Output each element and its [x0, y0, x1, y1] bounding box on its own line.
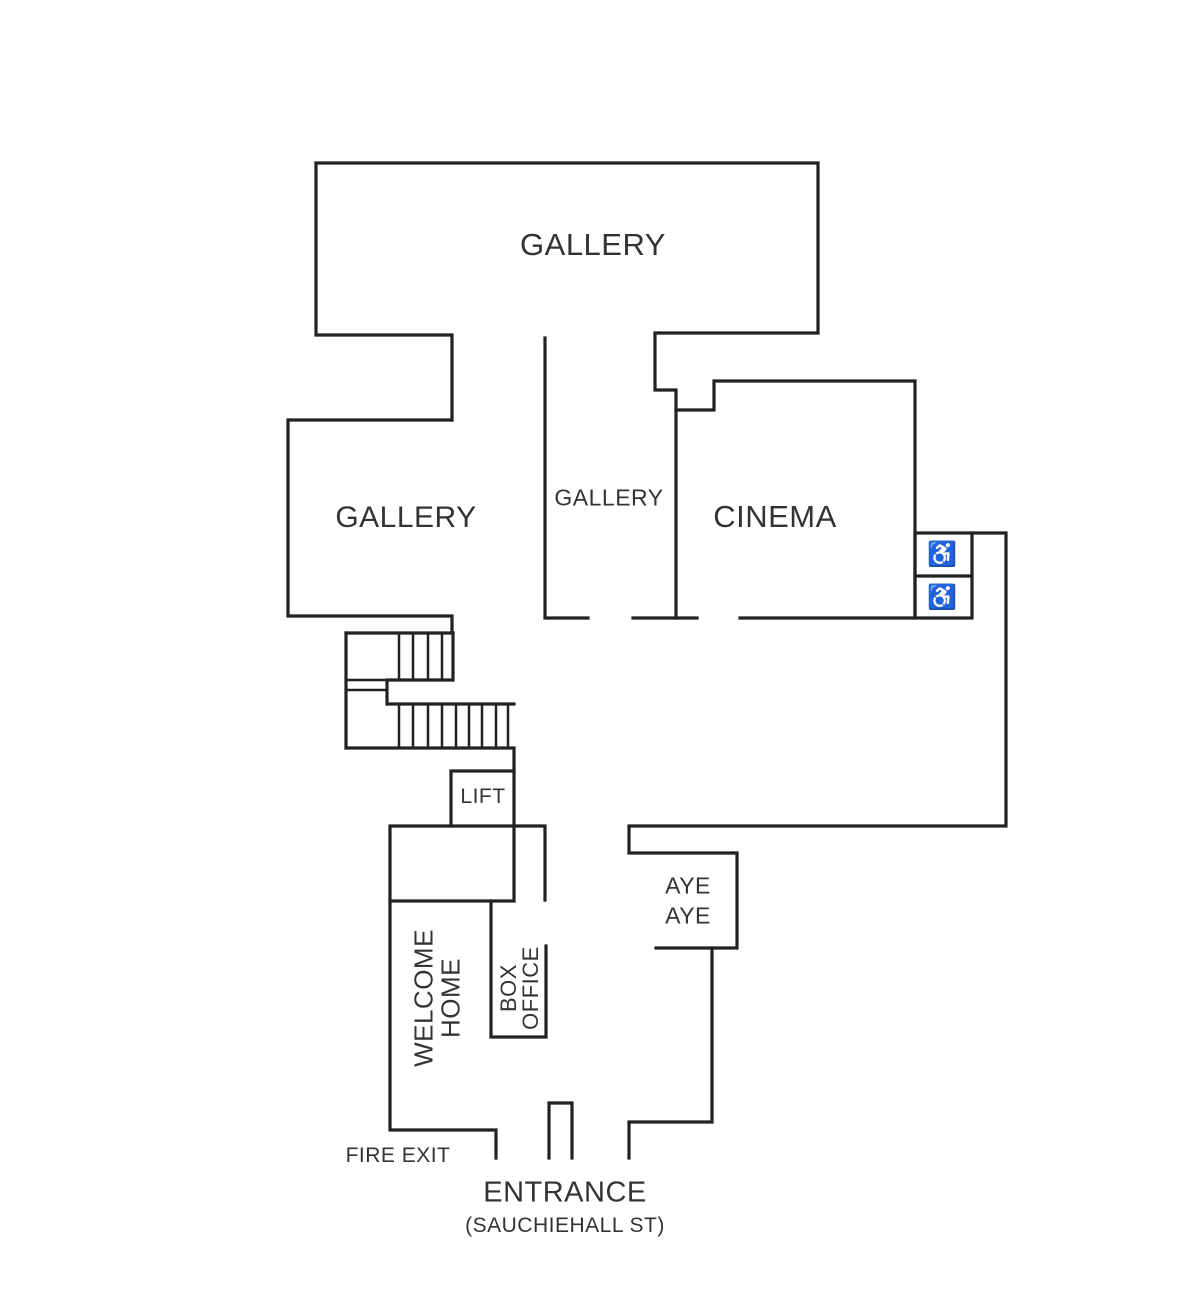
- room-label-gallery-middle: GALLERY: [554, 484, 664, 511]
- entrance-street-label: (SAUCHIEHALL ST): [465, 1214, 665, 1237]
- box-office-line-1: BOX: [496, 964, 521, 1012]
- room-label-lift: LIFT: [460, 785, 506, 808]
- fire-exit-label: FIRE EXIT: [345, 1144, 451, 1167]
- wheelchair-icon: ♿: [927, 541, 957, 568]
- stair-treads: [397, 633, 510, 748]
- room-label-gallery-top: GALLERY: [520, 227, 666, 262]
- room-label-box-office: BOX OFFICE: [496, 946, 543, 1030]
- wheelchair-icon: ♿: [927, 584, 957, 611]
- box-office-line-2: OFFICE: [518, 946, 543, 1030]
- entrance-label: ENTRANCE: [483, 1176, 647, 1209]
- welcome-home-line-2: HOME: [436, 958, 466, 1038]
- room-label-gallery-left: GALLERY: [335, 501, 477, 534]
- room-label-cinema: CINEMA: [713, 499, 837, 534]
- room-label-aye-aye-1: AYE: [665, 872, 711, 899]
- room-label-aye-aye-2: AYE: [665, 902, 711, 929]
- room-label-welcome-home: WELCOME HOME: [408, 929, 466, 1067]
- welcome-home-line-1: WELCOME: [408, 929, 439, 1067]
